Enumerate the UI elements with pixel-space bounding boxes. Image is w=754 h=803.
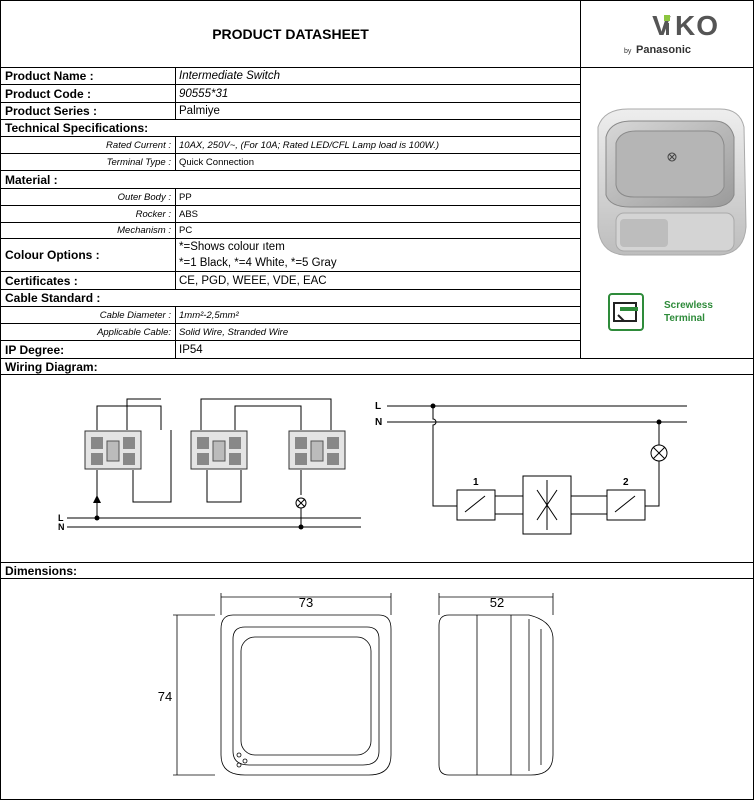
- mechanism-value: PC: [179, 225, 193, 236]
- ip-degree-row: IP Degree: IP54: [0, 341, 581, 359]
- dimensions-header: Dimensions:: [0, 563, 754, 579]
- mechanism-row: Mechanism : PC: [0, 223, 581, 239]
- applicable-cable-label: Applicable Cable:: [1, 324, 176, 340]
- product-photo: [597, 108, 747, 256]
- switch-2-label: 2: [623, 477, 629, 488]
- cable-standard-header: Cable Standard :: [0, 290, 581, 307]
- terminal-type-label: Terminal Type :: [1, 154, 176, 170]
- colour-options-row: Colour Options : *=Shows colour ıtem *=1…: [0, 239, 581, 272]
- certificates-value: CE, PGD, WEEE, VDE, EAC: [179, 274, 327, 287]
- right-line-l-label: L: [375, 401, 381, 412]
- wiring-diagram: L N L N 1 2: [0, 375, 754, 563]
- switch-1-label: 1: [473, 477, 479, 488]
- certificates-row: Certificates : CE, PGD, WEEE, VDE, EAC: [0, 272, 581, 290]
- wiring-diagram-header: Wiring Diagram:: [0, 359, 754, 375]
- screwless-terminal-icon: [608, 293, 644, 331]
- colour-options-values: *=Shows colour ıtem *=1 Black, *=4 White…: [176, 239, 580, 271]
- rated-current-row: Rated Current : 10AX, 250V~, (For 10A; R…: [0, 137, 581, 154]
- product-name-label: Product Name :: [1, 67, 176, 84]
- brand-by-text: by: [624, 48, 632, 55]
- rated-current-label: Rated Current :: [1, 137, 176, 153]
- applicable-cable-value: Solid Wire, Stranded Wire: [179, 326, 289, 338]
- brand-logo: V KO by Panasonic: [580, 0, 754, 68]
- technical-spec-header: Technical Specifications:: [0, 120, 581, 137]
- rocker-label: Rocker :: [1, 206, 176, 222]
- cable-diameter-value: 1mm²-2,5mm²: [179, 309, 239, 321]
- material-header: Material :: [0, 171, 581, 189]
- cable-standard-label: Cable Standard :: [5, 291, 101, 305]
- product-series-label: Product Series :: [1, 103, 176, 119]
- dimensions-drawing-box: 73 52 74: [0, 579, 754, 800]
- left-line-n-label: N: [58, 522, 65, 532]
- product-name-value: Intermediate Switch: [179, 69, 280, 82]
- terminal-type-value: Quick Connection: [179, 156, 254, 168]
- screwless-terminal-label: Screwless Terminal: [664, 299, 752, 325]
- product-image-panel: Screwless Terminal: [580, 67, 754, 359]
- switch-module-icon: [288, 430, 346, 470]
- outer-body-row: Outer Body : PP: [0, 189, 581, 206]
- product-code-value: 90555*31: [179, 87, 229, 100]
- outer-body-label: Outer Body :: [1, 189, 176, 205]
- ip-degree-label: IP Degree:: [1, 341, 176, 358]
- switch-module-icon: [84, 430, 142, 470]
- page-title: PRODUCT DATASHEET: [0, 0, 581, 68]
- brand-sub-text: Panasonic: [636, 44, 691, 56]
- svg-text:KO: KO: [675, 10, 719, 41]
- applicable-cable-row: Applicable Cable: Solid Wire, Stranded W…: [0, 324, 581, 341]
- cable-diameter-row: Cable Diameter : 1mm²-2,5mm²: [0, 307, 581, 324]
- depth-dimension: 52: [490, 595, 504, 610]
- switch-module-icon: [190, 430, 248, 470]
- ip-degree-value: IP54: [179, 343, 203, 356]
- rated-current-value: 10AX, 250V~, (For 10A; Rated LED/CFL Lam…: [179, 139, 440, 151]
- height-dimension: 74: [158, 689, 172, 704]
- material-label: Material :: [5, 172, 58, 187]
- product-name-row: Product Name : Intermediate Switch: [0, 67, 581, 85]
- colour-options-label: Colour Options :: [1, 239, 176, 271]
- terminal-type-row: Terminal Type : Quick Connection: [0, 154, 581, 171]
- cable-diameter-label: Cable Diameter :: [1, 307, 176, 323]
- right-line-n-label: N: [375, 417, 382, 428]
- product-series-row: Product Series : Palmiye: [0, 103, 581, 120]
- colour-line2: *=1 Black, *=4 White, *=5 Gray: [179, 257, 337, 269]
- width-dimension: 73: [299, 595, 313, 610]
- product-series-value: Palmiye: [179, 105, 220, 117]
- rocker-row: Rocker : ABS: [0, 206, 581, 223]
- product-code-row: Product Code : 90555*31: [0, 85, 581, 103]
- mechanism-label: Mechanism :: [1, 223, 176, 238]
- outer-body-value: PP: [179, 191, 192, 203]
- rocker-value: ABS: [179, 208, 199, 220]
- wiring-diagram-drawing: L N L N 1 2: [58, 398, 687, 535]
- badge-line1: Screwless: [664, 300, 713, 311]
- colour-line1: *=Shows colour ıtem: [179, 241, 285, 253]
- left-line-l-label: L: [58, 513, 64, 523]
- technical-spec-label: Technical Specifications:: [5, 121, 149, 135]
- page-title-text: PRODUCT DATASHEET: [212, 26, 369, 42]
- certificates-label: Certificates :: [1, 272, 176, 289]
- product-code-label: Product Code :: [1, 85, 176, 102]
- dimensions-drawing: 73 52 74: [158, 593, 554, 776]
- viko-logo-icon: V KO by Panasonic: [624, 10, 719, 56]
- badge-line2: Terminal: [664, 313, 705, 324]
